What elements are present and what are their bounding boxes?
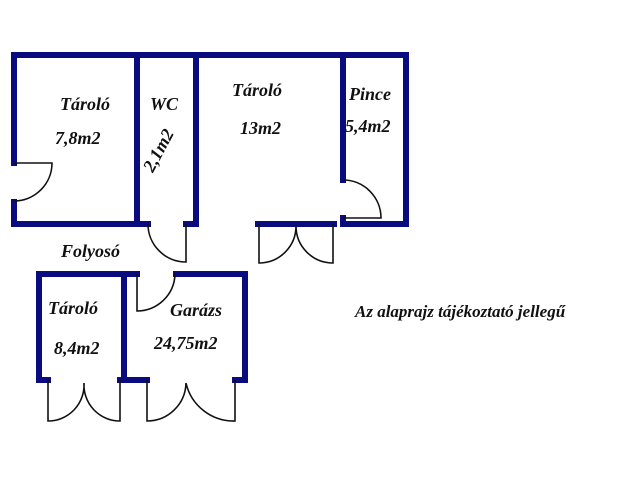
doors (13, 162, 382, 422)
room-name-storage-3: Tároló (48, 298, 99, 318)
door-garage-side (136, 273, 176, 312)
corridor-label: Folyosó (61, 241, 121, 261)
walls (11, 52, 409, 383)
door-cellar (342, 179, 382, 219)
upper-building-outer-wall (11, 52, 409, 227)
lower-building-outer-wall (36, 271, 248, 383)
room-area-storage-3: 8,4m2 (54, 338, 100, 358)
room-area-cellar: 5,4m2 (345, 116, 391, 136)
door-wc (147, 223, 187, 263)
room-area-garage: 24,75m2 (154, 333, 218, 353)
door-garage (146, 380, 236, 422)
room-name-storage-1: Tároló (60, 94, 111, 114)
room-name-wc: WC (150, 94, 179, 114)
door-storage-lower (47, 380, 121, 422)
room-name-storage-2: Tároló (232, 80, 283, 100)
door-storage-13 (258, 224, 334, 264)
room-name-cellar: Pince (349, 84, 391, 104)
door-storage-left (13, 162, 53, 202)
room-area-storage-2: 13m2 (240, 118, 282, 138)
room-area-storage-1: 7,8m2 (55, 128, 101, 148)
room-name-garage: Garázs (170, 300, 223, 320)
disclaimer-note: Az alaprajz tájékoztató jellegű (355, 302, 566, 321)
